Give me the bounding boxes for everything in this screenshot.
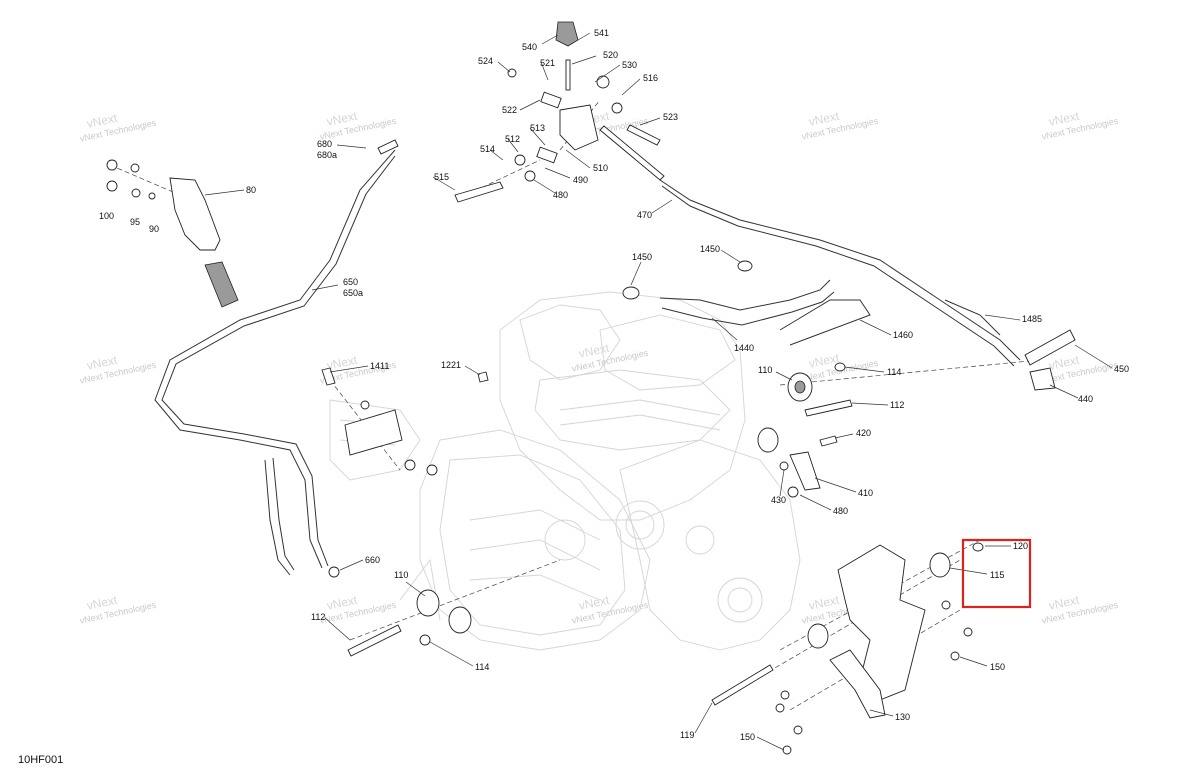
callout-119: 119 <box>680 730 694 740</box>
pedal-pad <box>204 261 239 308</box>
callout-labels: 540 541 520 524 521 530 516 522 523 513 … <box>99 28 1129 742</box>
callout-513: 513 <box>530 123 545 133</box>
leader-lines <box>204 32 1113 751</box>
watermark: vNext <box>325 353 359 373</box>
callout-514: 514 <box>480 144 495 154</box>
callout-430: 430 <box>771 495 786 505</box>
callout-520: 520 <box>603 50 618 60</box>
callout-1450: 1450 <box>700 244 720 254</box>
callout-650a: 650a <box>343 288 363 298</box>
shift-knob <box>555 21 579 47</box>
watermark: vNext <box>1047 109 1081 129</box>
watermark: vNext <box>1047 353 1081 373</box>
watermark: vNext <box>85 353 119 373</box>
callout-112: 112 <box>311 612 325 622</box>
watermark: vNext <box>85 593 119 613</box>
watermark: vNext <box>1047 593 1081 613</box>
callout-530: 530 <box>622 60 637 70</box>
watermark: vNext <box>85 111 119 131</box>
watermark: vNext <box>807 593 841 613</box>
callout-515: 515 <box>434 172 449 182</box>
callout-150: 150 <box>740 732 755 742</box>
callout-130: 130 <box>895 712 910 722</box>
callout-1221: 1221 <box>441 360 461 370</box>
callout-680a: 680a <box>317 150 337 160</box>
callout-120: 120 <box>1013 541 1028 551</box>
callout-1440: 1440 <box>734 343 754 353</box>
callout-110: 110 <box>394 570 408 580</box>
watermark: vNext <box>577 341 611 361</box>
diagram-code: 10HF001 <box>18 754 64 766</box>
callout-95: 95 <box>130 217 140 227</box>
callout-114: 114 <box>887 367 901 377</box>
callout-80: 80 <box>246 185 256 195</box>
hoses-cables <box>154 149 1021 576</box>
callout-540: 540 <box>522 42 537 52</box>
mount-bracket <box>837 544 926 701</box>
engine-ghost <box>329 291 801 651</box>
callout-524: 524 <box>478 56 493 66</box>
callout-490: 490 <box>573 175 588 185</box>
callout-650: 650 <box>343 277 358 287</box>
highlight-box <box>961 538 1032 609</box>
callout-480: 480 <box>553 190 568 200</box>
watermark: vNext <box>325 593 359 613</box>
watermark: vNext <box>577 593 611 613</box>
callout-1460: 1460 <box>893 330 913 340</box>
callout-100: 100 <box>99 211 114 221</box>
callout-522: 522 <box>502 105 517 115</box>
watermark: vNext <box>807 351 841 371</box>
callout-523: 523 <box>663 112 678 122</box>
callout-1411: 1411 <box>370 361 389 371</box>
callout-470: 470 <box>637 210 652 220</box>
callout-541: 541 <box>594 28 609 38</box>
watermark: vNext <box>325 109 359 129</box>
callout-410: 410 <box>858 488 873 498</box>
callout-90: 90 <box>149 224 159 234</box>
callout-450: 450 <box>1114 364 1129 374</box>
callout-115: 115 <box>990 570 1004 580</box>
callout-516: 516 <box>643 73 658 83</box>
callout-510: 510 <box>593 163 608 173</box>
callout-150: 150 <box>990 662 1005 672</box>
watermark: vNext <box>807 109 841 129</box>
callout-521: 521 <box>540 58 555 68</box>
callout-660: 660 <box>365 555 380 565</box>
callout-420: 420 <box>856 428 871 438</box>
callout-680: 680 <box>317 139 332 149</box>
callout-480: 480 <box>833 506 848 516</box>
pedal-bracket <box>169 177 221 251</box>
callout-112: 112 <box>890 400 904 410</box>
callout-1450: 1450 <box>632 252 652 262</box>
parts <box>106 21 1076 755</box>
callout-440: 440 <box>1078 394 1093 404</box>
callout-1485: 1485 <box>1022 314 1042 324</box>
callout-512: 512 <box>505 134 520 144</box>
callout-114: 114 <box>475 662 489 672</box>
callout-110: 110 <box>758 365 772 375</box>
